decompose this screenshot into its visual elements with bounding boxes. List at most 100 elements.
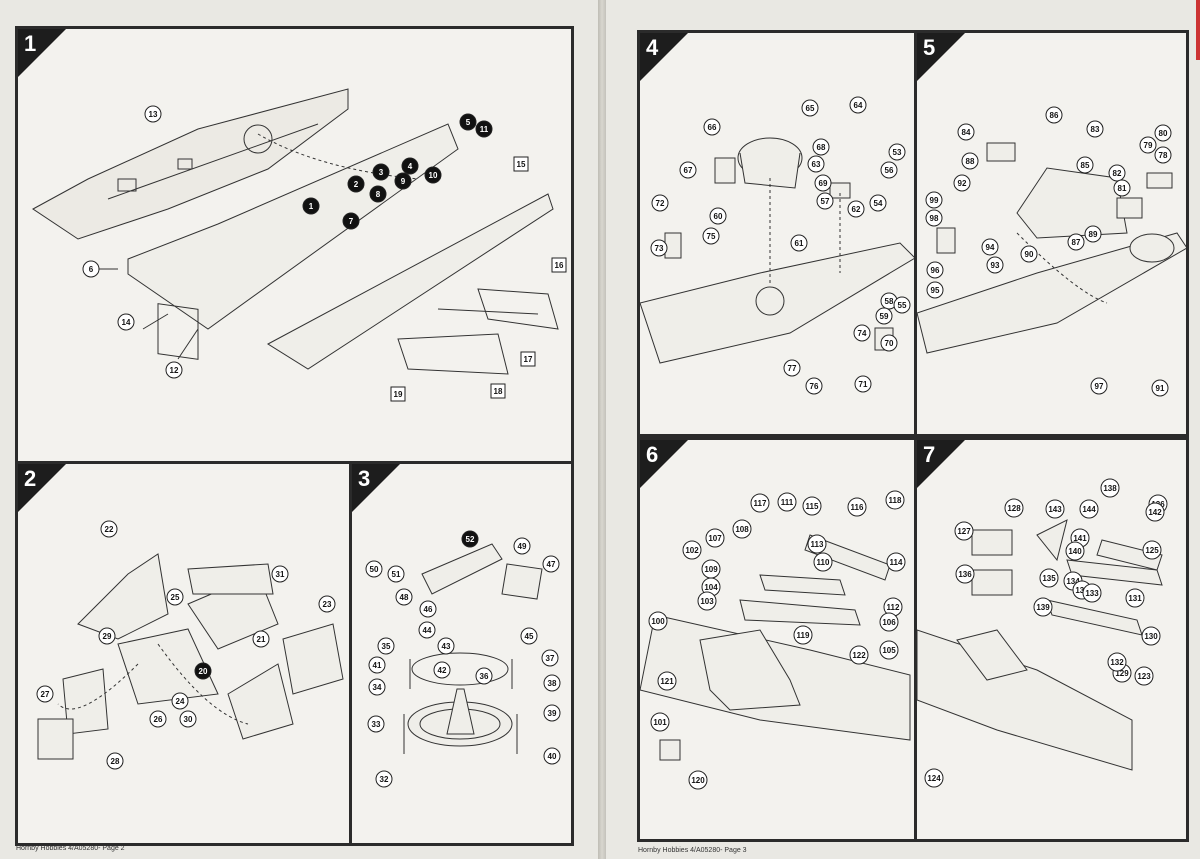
part-callout-106: 106 xyxy=(879,612,899,632)
part-number-6: 6 xyxy=(89,265,94,274)
part-number-135: 135 xyxy=(1042,574,1056,583)
part-number-15: 15 xyxy=(517,160,526,169)
part-number-90: 90 xyxy=(1025,250,1034,259)
part-callout-136: 136 xyxy=(955,564,975,584)
part-callout-18: 18 xyxy=(490,383,506,399)
part-callout-5: 5 xyxy=(459,113,477,131)
page-edge xyxy=(1196,0,1200,60)
part-number-11: 11 xyxy=(480,125,489,134)
part-number-82: 82 xyxy=(1113,169,1122,178)
part-callout-143: 143 xyxy=(1045,499,1065,519)
part-callout-127: 127 xyxy=(954,521,974,541)
part-number-70: 70 xyxy=(885,339,894,348)
part-number-111: 111 xyxy=(781,498,794,507)
step-3-turret-diagram xyxy=(403,543,543,754)
part-callout-95: 95 xyxy=(926,281,944,299)
part-number-50: 50 xyxy=(370,565,379,574)
part-number-32: 32 xyxy=(380,775,389,784)
part-number-24: 24 xyxy=(176,697,185,706)
part-callout-103: 103 xyxy=(697,591,717,611)
part-callout-114: 114 xyxy=(886,552,906,572)
part-number-36: 36 xyxy=(480,672,489,681)
part-callout-53: 53 xyxy=(888,143,906,161)
part-callout-105: 105 xyxy=(879,640,899,660)
part-number-19: 19 xyxy=(394,390,403,399)
part-callout-38: 38 xyxy=(543,674,561,692)
part-number-55: 55 xyxy=(898,301,907,310)
part-callout-79: 79 xyxy=(1139,136,1157,154)
part-number-75: 75 xyxy=(707,232,716,241)
part-number-53: 53 xyxy=(893,148,902,157)
part-callout-107: 107 xyxy=(705,528,725,548)
part-callout-144: 144 xyxy=(1079,499,1099,519)
part-callout-72: 72 xyxy=(651,194,669,212)
part-number-86: 86 xyxy=(1050,111,1059,120)
part-callout-9: 9 xyxy=(394,172,412,190)
part-number-143: 143 xyxy=(1048,505,1062,514)
step-6-torpedo-diagram xyxy=(640,534,911,761)
part-number-121: 121 xyxy=(660,677,674,686)
part-callout-17: 17 xyxy=(520,351,536,367)
part-number-18: 18 xyxy=(494,387,503,396)
part-callout-14: 14 xyxy=(117,313,135,331)
part-callout-109: 109 xyxy=(701,559,721,579)
part-number-76: 76 xyxy=(810,382,819,391)
part-callout-11: 11 xyxy=(475,120,493,138)
part-number-108: 108 xyxy=(735,525,749,534)
part-callout-15: 15 xyxy=(513,156,529,172)
part-number-81: 81 xyxy=(1118,184,1127,193)
step-7-panel: 7 12813814312612714414214114012513613513… xyxy=(914,437,1189,842)
part-number-4: 4 xyxy=(408,162,413,171)
part-number-5: 5 xyxy=(466,118,471,127)
part-callout-54: 54 xyxy=(869,194,887,212)
part-number-117: 117 xyxy=(754,499,767,508)
part-number-26: 26 xyxy=(154,715,163,724)
part-number-73: 73 xyxy=(655,244,664,253)
part-callout-23: 23 xyxy=(318,595,336,613)
part-number-128: 128 xyxy=(1007,504,1021,513)
part-number-77: 77 xyxy=(788,364,797,373)
part-callout-6: 6 xyxy=(82,260,100,278)
part-number-115: 115 xyxy=(806,502,819,511)
part-callout-1: 1 xyxy=(302,197,320,215)
part-number-39: 39 xyxy=(548,709,557,718)
part-callout-2: 2 xyxy=(347,175,365,193)
part-callout-128: 128 xyxy=(1004,498,1024,518)
part-callout-7: 7 xyxy=(342,212,360,230)
part-callout-100: 100 xyxy=(648,611,668,631)
part-number-80: 80 xyxy=(1159,129,1168,138)
part-number-1: 1 xyxy=(309,202,314,211)
part-number-123: 123 xyxy=(1137,672,1151,681)
part-number-104: 104 xyxy=(704,583,718,592)
part-callout-123: 123 xyxy=(1134,666,1154,686)
part-number-87: 87 xyxy=(1072,238,1081,247)
part-number-103: 103 xyxy=(700,597,714,606)
part-callout-47: 47 xyxy=(542,555,560,573)
part-callout-29: 29 xyxy=(98,627,116,645)
part-number-133: 133 xyxy=(1085,589,1099,598)
part-number-119: 119 xyxy=(797,631,810,640)
part-number-137: 137 xyxy=(1075,586,1089,595)
part-callout-116: 116 xyxy=(847,497,867,517)
part-number-109: 109 xyxy=(704,565,718,574)
part-callout-135: 135 xyxy=(1039,568,1059,588)
part-number-44: 44 xyxy=(423,626,432,635)
part-callout-30: 30 xyxy=(179,710,197,728)
part-number-114: 114 xyxy=(890,558,903,567)
part-number-25: 25 xyxy=(171,593,180,602)
part-callout-34: 34 xyxy=(368,678,386,696)
part-callout-110: 110 xyxy=(813,552,833,572)
part-number-127: 127 xyxy=(957,527,971,536)
part-callout-115: 115 xyxy=(802,496,822,516)
part-callout-24: 24 xyxy=(171,692,189,710)
part-callout-142: 142 xyxy=(1145,502,1165,522)
part-callout-28: 28 xyxy=(106,752,124,770)
part-number-120: 120 xyxy=(691,776,705,785)
part-number-100: 100 xyxy=(651,617,665,626)
part-number-65: 65 xyxy=(806,104,815,113)
part-number-89: 89 xyxy=(1089,230,1098,239)
